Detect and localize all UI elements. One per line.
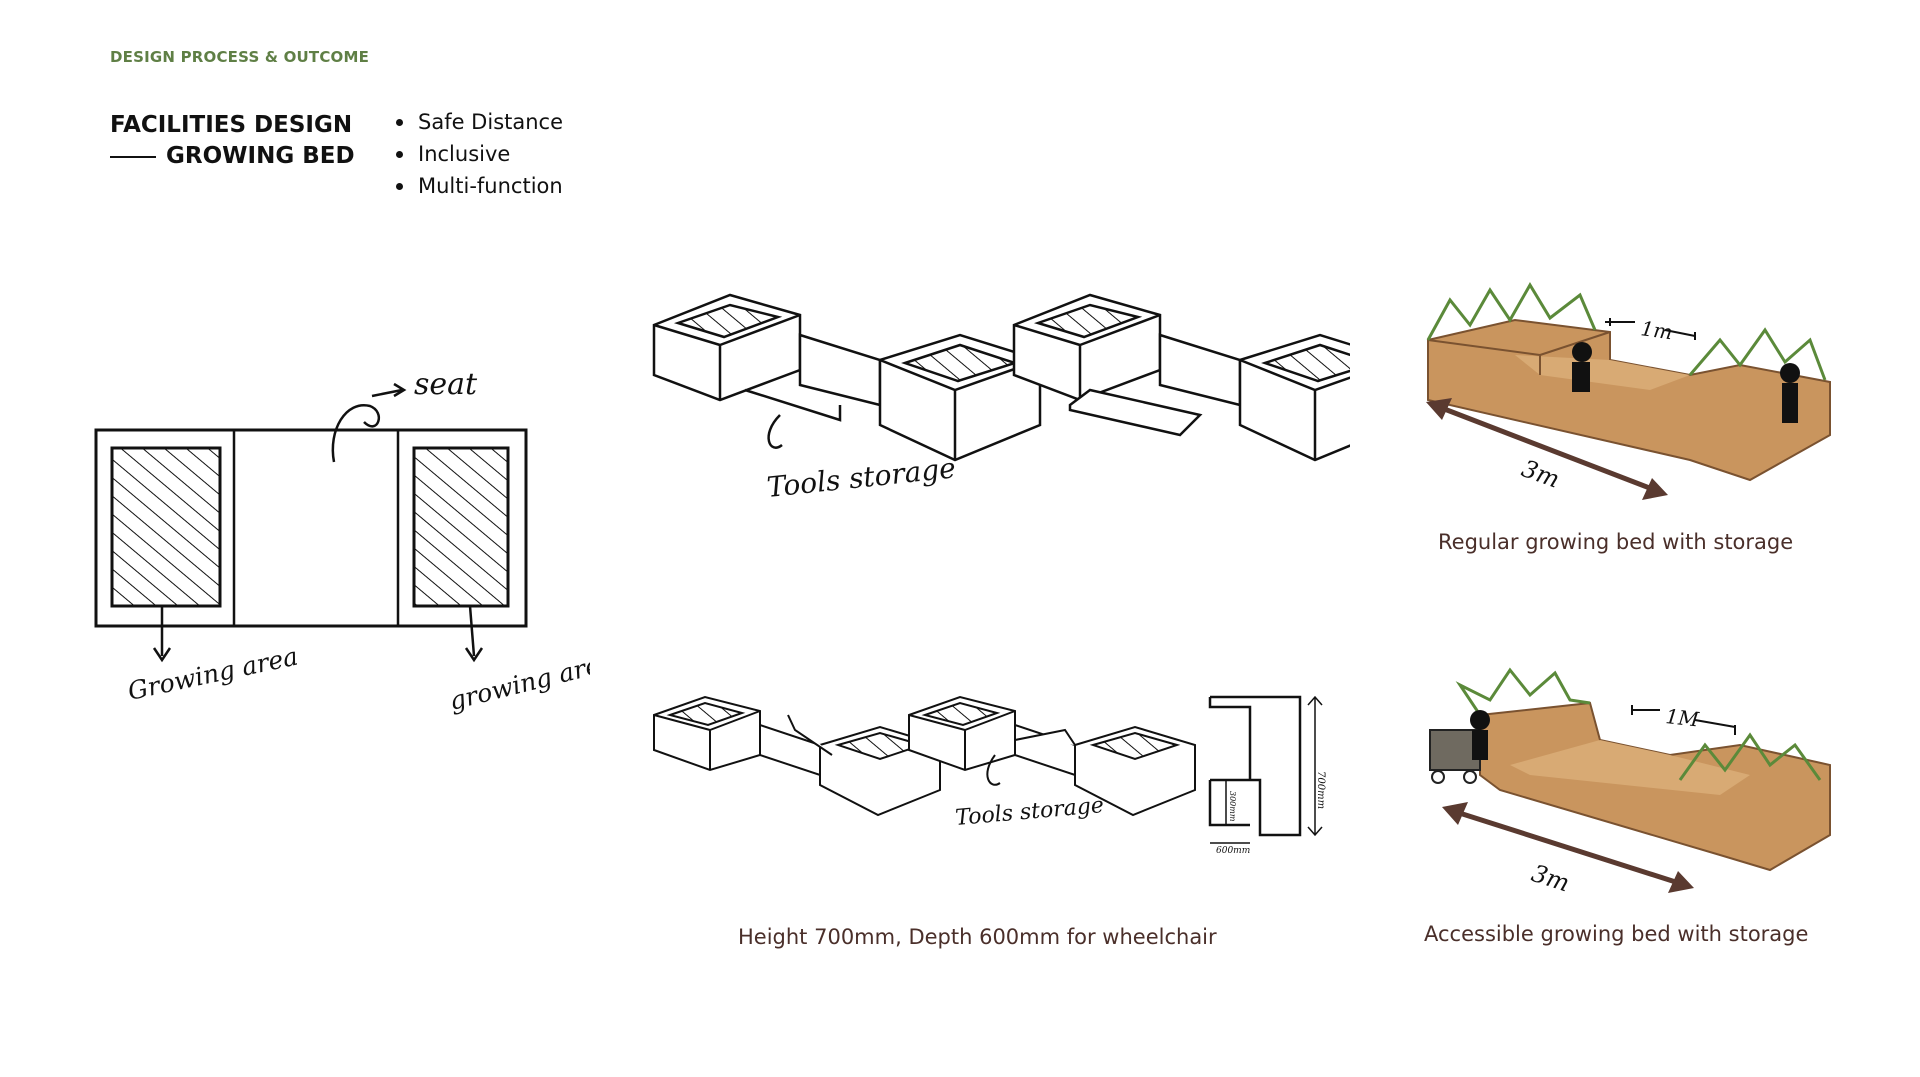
accessible-length-label: 3m: [1528, 859, 1573, 897]
regular-bed-render: 1m 3m: [1420, 270, 1840, 510]
feature-item: Multi-function: [394, 170, 563, 202]
accessible-bed-render: 1M 3m: [1420, 665, 1840, 905]
title-line-1: FACILITIES DESIGN: [110, 110, 355, 141]
title-line-2-row: GROWING BED: [110, 141, 355, 172]
growing-area-left: [112, 448, 220, 606]
feature-item: Safe Distance: [394, 106, 563, 138]
feature-list: Safe Distance Inclusive Multi-function: [394, 106, 563, 202]
caption-accessible: Accessible growing bed with storage: [1424, 922, 1808, 946]
tools-storage-label-2: Tools storage: [954, 793, 1105, 831]
tools-storage-label: Tools storage: [765, 451, 957, 504]
caption-wheelchair: Height 700mm, Depth 600mm for wheelchair: [738, 925, 1217, 949]
dim-height: 700mm: [1315, 771, 1326, 809]
seat-label: seat: [414, 367, 478, 402]
title-dash: [110, 156, 156, 158]
section-diagram: [1210, 697, 1322, 843]
feature-item: Inclusive: [394, 138, 563, 170]
plan-sketch: seat Growing area growing area: [90, 350, 590, 760]
growing-area-left-label: Growing area: [125, 642, 300, 706]
accessible-width-label: 1M: [1664, 704, 1700, 731]
dim-depth: 600mm: [1216, 846, 1250, 856]
growing-area-right: [414, 448, 508, 606]
regular-width-label: 1m: [1639, 316, 1674, 344]
dim-knee: 300mm: [1228, 791, 1237, 822]
title-line-2: GROWING BED: [166, 141, 355, 172]
section-kicker: DESIGN PROCESS & OUTCOME: [110, 48, 369, 66]
page-title: FACILITIES DESIGN GROWING BED: [110, 110, 355, 172]
regular-length-label: 3m: [1518, 454, 1563, 493]
caption-regular: Regular growing bed with storage: [1438, 530, 1793, 554]
growing-area-right-label: growing area: [446, 647, 590, 716]
wheelchair-sketch: Tools storage 700mm 300mm 600mm: [650, 685, 1350, 885]
storage-sketch: Tools storage: [650, 285, 1350, 545]
